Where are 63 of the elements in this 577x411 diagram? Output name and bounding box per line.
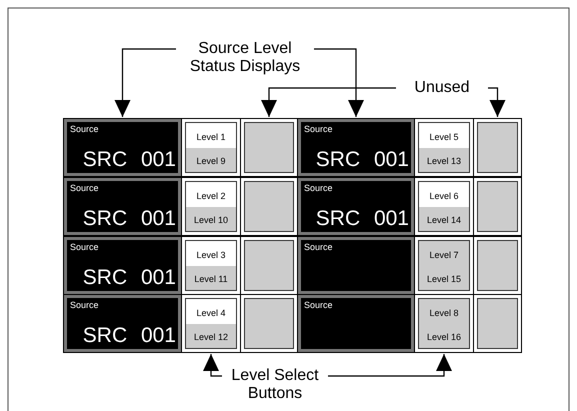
source-status-display xyxy=(298,119,414,176)
source-label: Source xyxy=(70,242,99,253)
level-label: Level 15 xyxy=(426,274,462,285)
level-label: Level 7 xyxy=(428,250,460,261)
source-readout: SRC 001 xyxy=(316,148,409,172)
source-readout: SRC 001 xyxy=(316,207,409,231)
source-status-display xyxy=(64,178,181,235)
level-select-button xyxy=(182,178,240,235)
source-label: Source xyxy=(70,124,99,135)
level-label: Level 2 xyxy=(195,191,227,202)
unused-button xyxy=(474,237,521,294)
source-readout: SRC 001 xyxy=(82,266,176,290)
level-label: Level 14 xyxy=(426,215,462,226)
source-label: Source xyxy=(304,124,333,135)
level-label: Level 11 xyxy=(193,274,229,285)
callout-label: Level Select Buttons xyxy=(226,367,324,403)
level-label: Level 8 xyxy=(428,308,460,319)
level-label: Level 10 xyxy=(192,215,230,226)
source-label: Source xyxy=(304,300,333,311)
leader-arrow xyxy=(314,48,364,117)
level-select-button xyxy=(182,237,240,294)
source-label: Source xyxy=(70,183,99,194)
unused-button xyxy=(241,237,297,294)
source-status-display xyxy=(64,295,181,352)
unused-button xyxy=(474,295,521,352)
level-label: Level 9 xyxy=(195,156,227,167)
source-readout: SRC 001 xyxy=(82,324,176,348)
level-label: Level 13 xyxy=(426,156,462,167)
source-label: Source xyxy=(70,300,99,311)
source-status-display xyxy=(64,237,181,294)
callout-label: Source Level Status Displays xyxy=(180,40,310,76)
source-label: Source xyxy=(304,183,333,194)
level-label: Level 16 xyxy=(426,332,462,343)
unused-button xyxy=(241,178,297,235)
leader-arrow xyxy=(488,87,506,117)
level-select-button xyxy=(415,119,473,176)
leader-arrow xyxy=(203,354,222,377)
level-label: Level 6 xyxy=(428,191,460,202)
unused-button xyxy=(474,119,521,176)
level-select-button xyxy=(415,178,473,235)
source-readout: SRC 001 xyxy=(82,207,176,231)
unused-button xyxy=(474,178,521,235)
leader-arrow xyxy=(114,48,176,117)
level-select-button xyxy=(182,295,240,352)
unused-button xyxy=(241,119,297,176)
level-label: Level 4 xyxy=(195,308,227,319)
leader-arrow xyxy=(328,354,452,377)
level-select-button xyxy=(415,295,473,352)
source-status-display xyxy=(298,178,414,235)
unused-button xyxy=(241,295,297,352)
level-label: Level 12 xyxy=(192,332,230,343)
source-status-display xyxy=(298,295,414,352)
level-label: Level 3 xyxy=(195,250,227,261)
source-readout: SRC 001 xyxy=(82,148,176,172)
level-select-button xyxy=(182,119,240,176)
leader-arrow xyxy=(261,87,396,117)
level-select-button xyxy=(415,237,473,294)
callout-label: Unused xyxy=(400,79,484,97)
level-label: Level 5 xyxy=(428,132,460,143)
source-status-display xyxy=(64,119,181,176)
source-status-display xyxy=(298,237,414,294)
level-label: Level 1 xyxy=(195,132,227,143)
source-label: Source xyxy=(304,242,333,253)
